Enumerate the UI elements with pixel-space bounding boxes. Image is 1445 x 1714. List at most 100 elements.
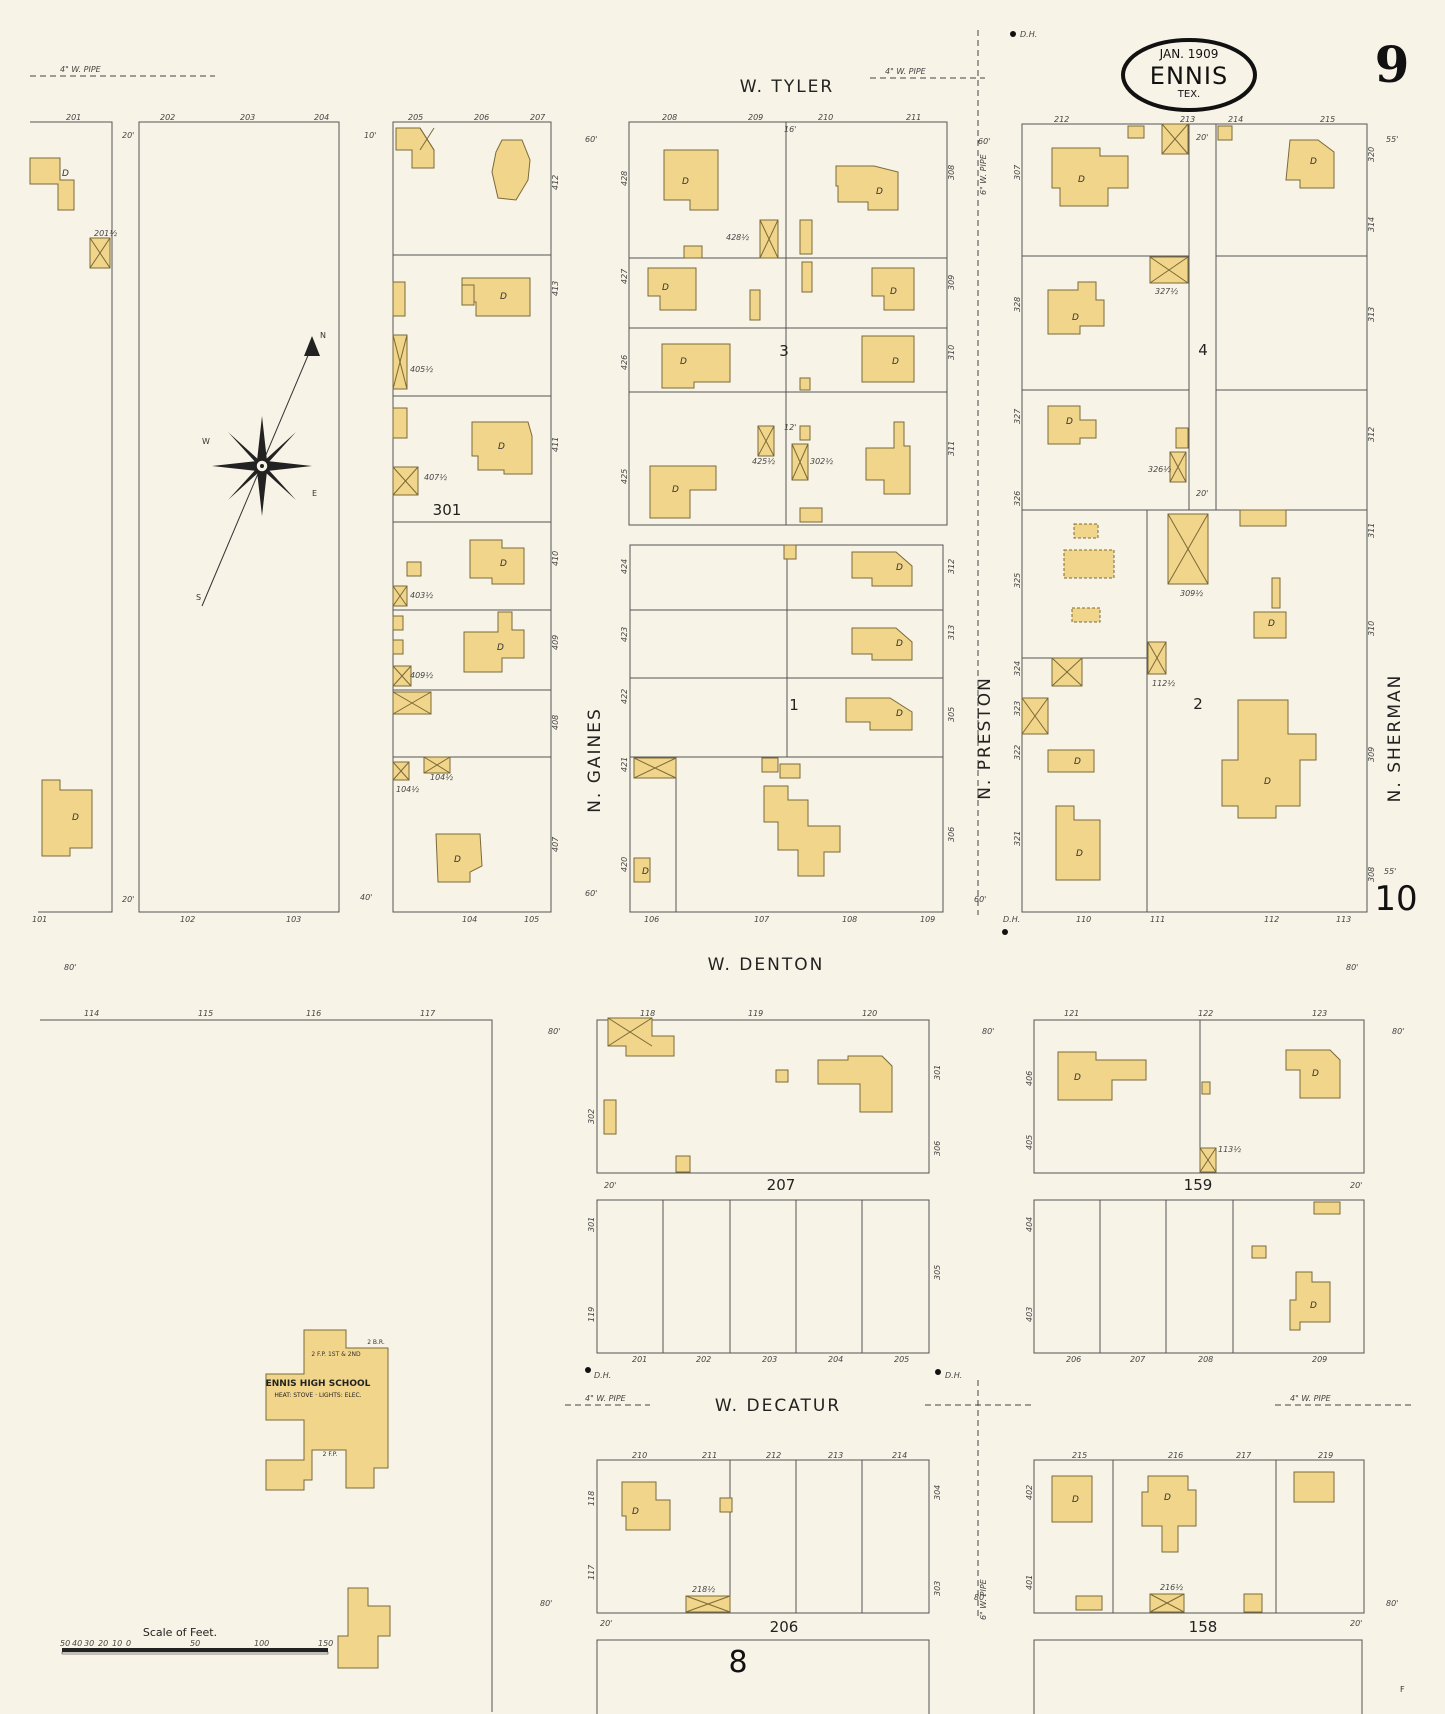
- svg-text:313: 313: [1367, 307, 1376, 322]
- svg-text:428½: 428½: [726, 233, 749, 242]
- svg-text:420: 420: [620, 857, 629, 872]
- svg-text:409: 409: [551, 635, 560, 650]
- svg-text:110: 110: [1076, 915, 1091, 924]
- svg-text:D: D: [1072, 313, 1079, 323]
- svg-text:212: 212: [1054, 115, 1069, 124]
- svg-text:113: 113: [1336, 915, 1351, 924]
- svg-text:D: D: [1264, 777, 1271, 787]
- svg-text:0: 0: [126, 1639, 131, 1648]
- svg-text:203: 203: [762, 1355, 777, 1364]
- svg-text:20': 20': [122, 131, 134, 140]
- svg-text:D: D: [1074, 757, 1081, 767]
- svg-text:410: 410: [551, 551, 560, 566]
- svg-text:D: D: [1072, 1495, 1079, 1505]
- svg-text:N: N: [320, 331, 326, 340]
- svg-text:115: 115: [198, 1009, 213, 1018]
- svg-text:312: 312: [1367, 427, 1376, 442]
- svg-text:205: 205: [894, 1355, 909, 1364]
- svg-text:301: 301: [933, 1065, 942, 1080]
- svg-text:325: 325: [1013, 573, 1022, 588]
- frontage-dimensions: 20' 10' 60' 16' 60' 20' 55' 12' 20' 20' …: [64, 125, 1404, 1628]
- svg-text:311: 311: [947, 441, 956, 456]
- svg-text:60': 60': [978, 137, 990, 146]
- svg-text:323: 323: [1013, 701, 1022, 716]
- svg-text:122: 122: [1198, 1009, 1213, 1018]
- school-note-side: 2 B.R.: [367, 1339, 385, 1346]
- svg-text:406: 406: [1025, 1071, 1034, 1086]
- svg-text:302: 302: [587, 1109, 596, 1124]
- svg-text:D.H.: D.H.: [1020, 30, 1037, 39]
- svg-text:D: D: [662, 283, 669, 293]
- pipe-label-decatur-l: 4" W. PIPE: [585, 1394, 627, 1403]
- water-pipes: [30, 30, 1415, 1620]
- svg-text:109: 109: [920, 915, 935, 924]
- dwelling-markers: D D D D D D D D D D D D D D D D D D D D …: [62, 157, 1319, 1517]
- svg-text:D.H.: D.H.: [1003, 915, 1020, 924]
- svg-text:209: 209: [748, 113, 763, 122]
- svg-text:202: 202: [160, 113, 175, 122]
- title-state: TEX.: [1177, 89, 1200, 100]
- svg-text:80': 80': [982, 1027, 994, 1036]
- svg-text:320: 320: [1367, 147, 1376, 162]
- svg-text:409½: 409½: [410, 671, 433, 680]
- svg-text:423: 423: [620, 627, 629, 642]
- svg-text:121: 121: [1064, 1009, 1079, 1018]
- block-number-207: 207: [767, 1176, 796, 1194]
- svg-text:123: 123: [1312, 1009, 1327, 1018]
- svg-text:60': 60': [585, 135, 597, 144]
- svg-text:211: 211: [702, 1451, 717, 1460]
- svg-text:311: 311: [1367, 523, 1376, 538]
- pipe-label-preston-top: 6" W. PIPE: [979, 153, 988, 195]
- svg-text:114: 114: [84, 1009, 99, 1018]
- address-numbers: 201½ 405½ 407½ 403½ 409½ 104½ 104½ 428½ …: [94, 229, 1241, 1594]
- svg-text:55': 55': [1386, 135, 1398, 144]
- svg-text:327: 327: [1013, 408, 1022, 424]
- svg-text:214: 214: [1228, 115, 1243, 124]
- svg-text:20': 20': [1350, 1619, 1362, 1628]
- svg-text:402: 402: [1025, 1485, 1034, 1500]
- block-number-3: 3: [779, 342, 789, 360]
- svg-text:108: 108: [842, 915, 857, 924]
- svg-text:20': 20': [1350, 1181, 1362, 1190]
- svg-text:20': 20': [600, 1619, 612, 1628]
- svg-text:408: 408: [551, 715, 560, 730]
- svg-text:401: 401: [1025, 1575, 1034, 1590]
- svg-text:120: 120: [862, 1009, 877, 1018]
- svg-text:208: 208: [662, 113, 677, 122]
- svg-text:20: 20: [98, 1639, 108, 1648]
- blocks-south: [40, 1019, 1365, 1714]
- svg-text:111: 111: [1150, 915, 1165, 924]
- svg-text:207: 207: [530, 113, 546, 122]
- svg-text:302½: 302½: [810, 457, 833, 466]
- svg-text:426: 426: [620, 355, 629, 370]
- svg-text:412: 412: [551, 175, 560, 190]
- pipe-label-decatur-r: 4" W. PIPE: [1290, 1394, 1332, 1403]
- svg-text:411: 411: [551, 437, 560, 452]
- svg-text:218½: 218½: [692, 1585, 715, 1594]
- svg-text:308: 308: [947, 165, 956, 180]
- svg-text:321: 321: [1013, 831, 1022, 846]
- block-number-2: 2: [1193, 695, 1203, 713]
- svg-text:80': 80': [1392, 1027, 1404, 1036]
- svg-text:D: D: [500, 292, 507, 302]
- svg-text:105: 105: [524, 915, 539, 924]
- svg-text:D: D: [896, 709, 903, 719]
- sheet-number: 9: [1375, 35, 1410, 94]
- block-number-4: 4: [1198, 341, 1208, 359]
- svg-text:119: 119: [748, 1009, 763, 1018]
- school-name: ENNIS HIGH SCHOOL: [266, 1379, 371, 1389]
- lot-numbers: 201 202 203 204 205 206 207 208 209 210 …: [32, 113, 1351, 1460]
- svg-text:424: 424: [620, 559, 629, 574]
- svg-text:305: 305: [933, 1265, 942, 1280]
- svg-text:428: 428: [620, 171, 629, 186]
- svg-text:D: D: [500, 559, 507, 569]
- street-n-preston: N. PRESTON: [975, 676, 995, 800]
- svg-text:50: 50: [190, 1639, 200, 1648]
- svg-text:104: 104: [462, 915, 477, 924]
- svg-text:207: 207: [1130, 1355, 1146, 1364]
- svg-text:208: 208: [1198, 1355, 1213, 1364]
- svg-text:201: 201: [632, 1355, 647, 1364]
- svg-text:D: D: [1268, 619, 1275, 629]
- svg-text:D.H.: D.H.: [594, 1371, 611, 1380]
- svg-text:D: D: [672, 485, 679, 495]
